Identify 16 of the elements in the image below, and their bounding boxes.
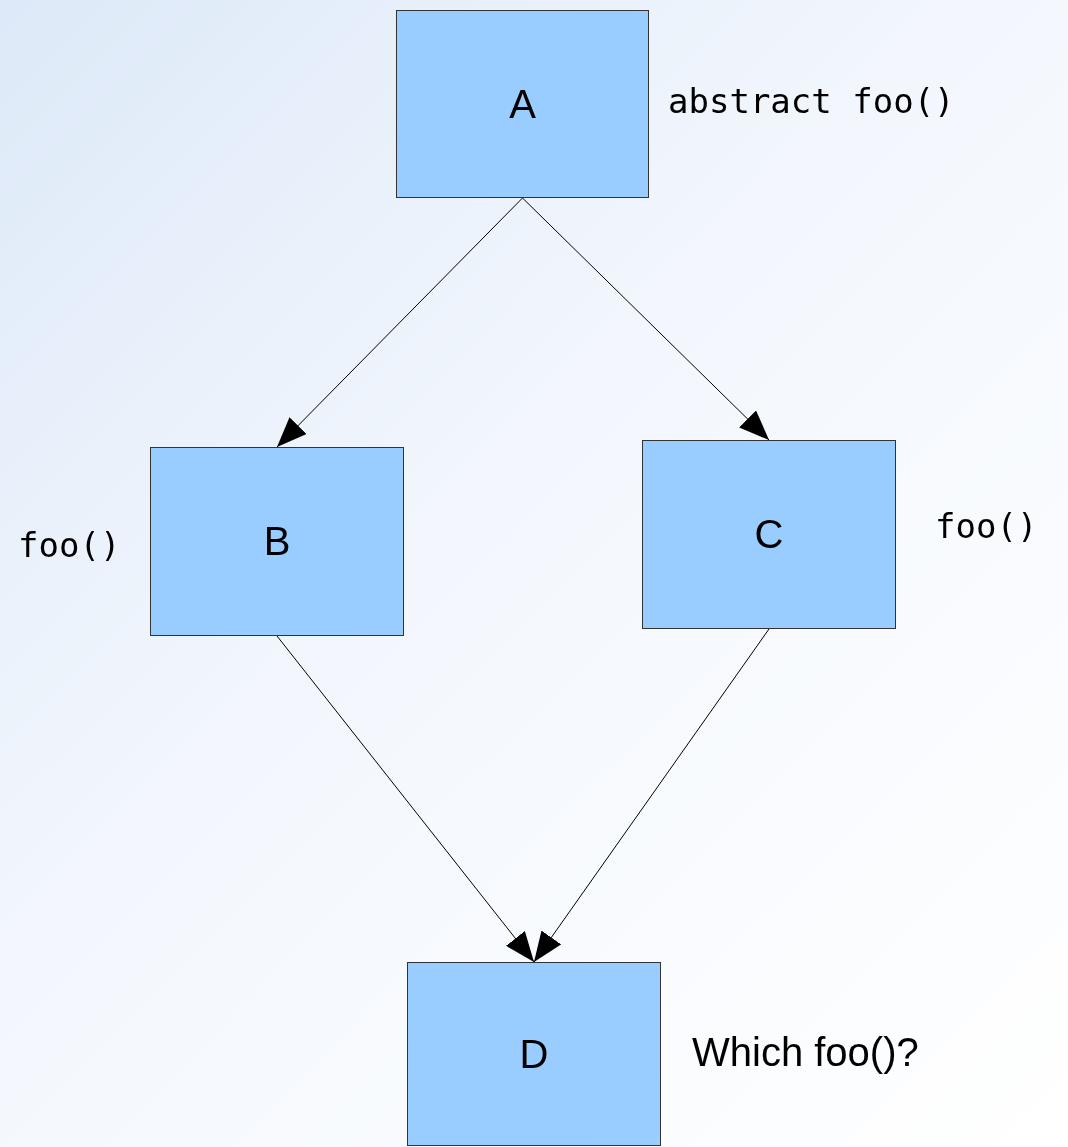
class-box [407, 962, 661, 1146]
inheritance-arrow [276, 197, 523, 448]
class-name: D [519, 1031, 549, 1077]
method-note: abstract foo() [668, 84, 955, 118]
method-note: foo() [18, 528, 121, 562]
inheritance-arrow [533, 628, 770, 963]
class-name: C [754, 512, 784, 557]
method-note: foo() [935, 509, 1038, 543]
inheritance-arrow [276, 635, 535, 963]
class-box [150, 447, 404, 636]
class-box [396, 10, 649, 198]
inheritance-arrow [522, 197, 770, 441]
class-box [642, 440, 896, 629]
class-name: B [263, 519, 291, 564]
class-name: A [509, 81, 536, 127]
method-note: Which foo()? [692, 1032, 919, 1072]
